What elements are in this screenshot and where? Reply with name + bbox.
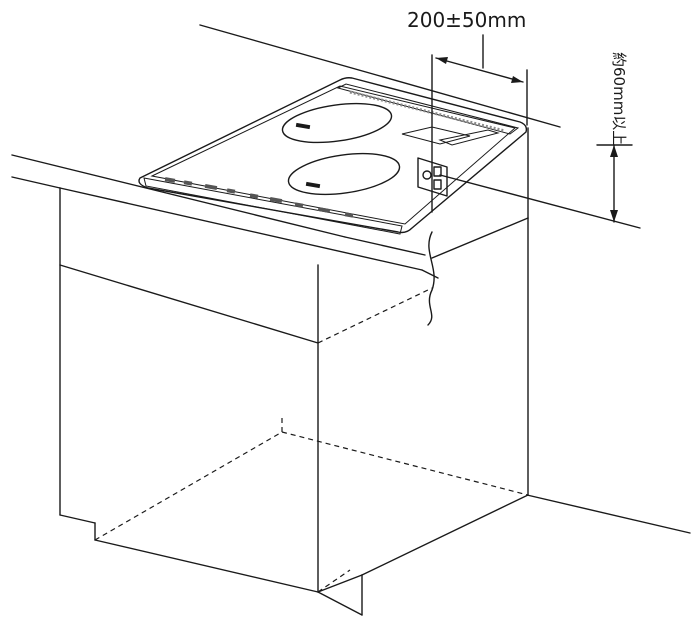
dimension-arrow-line bbox=[435, 57, 524, 83]
countertop-side-edge bbox=[431, 217, 529, 259]
wall-socket bbox=[417, 157, 448, 197]
break-wave-symbol bbox=[427, 231, 435, 326]
hidden-cutout-edge bbox=[317, 287, 433, 344]
cabinet-base-left bbox=[59, 514, 96, 524]
display-window bbox=[401, 126, 471, 145]
socket-outlet-lower bbox=[433, 179, 442, 190]
cabinet-drawer-line bbox=[59, 264, 319, 344]
rear-vent-strip bbox=[336, 83, 520, 135]
cabinet-plinth-side bbox=[317, 591, 363, 616]
countertop bbox=[11, 127, 529, 279]
clearance-arrow-bottom bbox=[610, 210, 618, 222]
socket-outlet-round bbox=[422, 170, 432, 180]
socket-outlet-upper bbox=[433, 166, 442, 177]
hidden-plinth bbox=[317, 569, 351, 593]
cooktop-outline bbox=[138, 77, 528, 234]
control-key-6 bbox=[269, 196, 283, 204]
control-key-4 bbox=[226, 188, 236, 194]
countertop-corner bbox=[421, 269, 439, 279]
display-panel bbox=[438, 129, 500, 146]
dimension-clearance-height: 約60mm以上 bbox=[596, 52, 633, 223]
countertop-back-edge bbox=[11, 154, 346, 238]
countertop-front-edge bbox=[59, 187, 423, 271]
hidden-lines bbox=[94, 287, 529, 593]
cabinet-plinth-bottom bbox=[94, 539, 319, 593]
clearance-height-label: 約60mm以上 bbox=[610, 52, 628, 145]
dimension-arrow-left bbox=[436, 57, 448, 64]
control-key-3 bbox=[204, 183, 218, 191]
cooktop bbox=[138, 77, 528, 235]
socket-distance-label: 200±50mm bbox=[407, 8, 526, 32]
cabinet-base-side bbox=[361, 494, 529, 576]
control-key-7 bbox=[294, 202, 304, 208]
dimension-arrow-right bbox=[511, 76, 523, 83]
clearance-arrow-top bbox=[610, 145, 618, 157]
control-key-5 bbox=[249, 193, 259, 199]
cabinet-base-corner bbox=[317, 574, 363, 593]
front-burner-mark bbox=[305, 181, 321, 189]
vent-grille bbox=[349, 90, 506, 133]
countertop-right-back bbox=[344, 236, 426, 256]
control-key-1 bbox=[164, 177, 176, 183]
hidden-floor-back bbox=[281, 431, 529, 496]
floor-line bbox=[526, 494, 691, 534]
cabinet bbox=[59, 187, 529, 616]
dimension-socket-distance: 200±50mm bbox=[407, 8, 528, 213]
countertop-left-front bbox=[11, 176, 61, 189]
reference-lines bbox=[199, 24, 691, 534]
wall-top-line bbox=[199, 24, 561, 128]
rear-burner-mark bbox=[295, 122, 311, 130]
control-key-9 bbox=[344, 212, 354, 218]
front-burner-ring bbox=[287, 152, 401, 196]
hidden-floor-left bbox=[94, 431, 283, 541]
control-strip bbox=[143, 177, 403, 235]
control-key-8 bbox=[317, 206, 331, 214]
control-key-2 bbox=[183, 180, 193, 186]
wall-level-line bbox=[439, 174, 641, 229]
socket-plate bbox=[417, 157, 448, 197]
rear-burner-ring bbox=[281, 102, 393, 144]
